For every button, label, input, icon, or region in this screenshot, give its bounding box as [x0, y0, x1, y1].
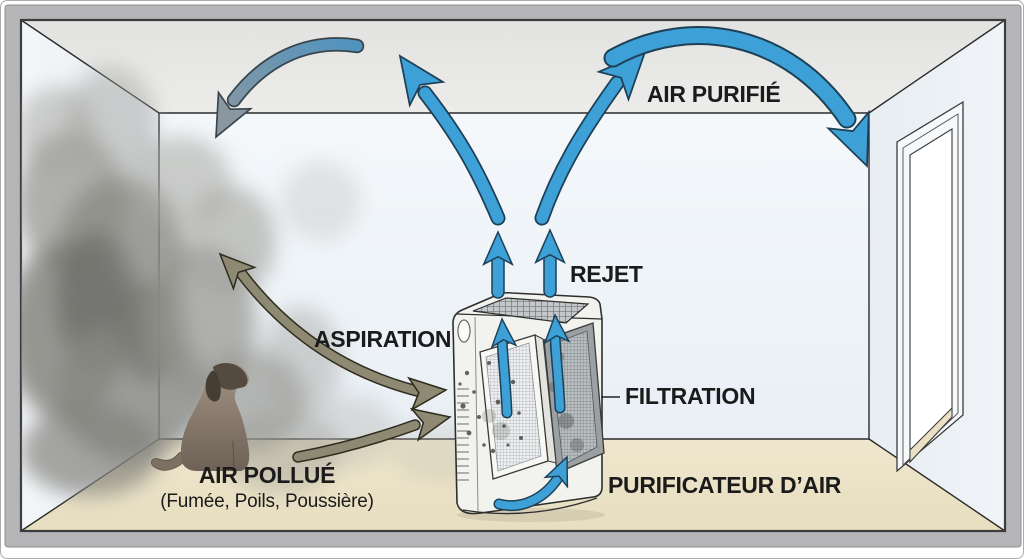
label-air-pollue: AIR POLLUÉ: [199, 461, 335, 488]
rejet-arrow-right: [534, 229, 566, 298]
internal-airflow-arrow-front: [489, 317, 517, 419]
filter-front: [479, 334, 557, 480]
doorway: [896, 100, 964, 473]
label-aspiration: ASPIRATION: [314, 326, 451, 352]
label-air-purifie: AIR PURIFIÉ: [647, 80, 780, 107]
purifier-handle: [457, 319, 471, 343]
door-floor: [909, 406, 953, 464]
label-purificateur-dair: PURIFICATEUR D’AIR: [608, 472, 842, 498]
rejet-arrow-left: [482, 231, 514, 299]
door-opening: [909, 128, 953, 464]
exhaust-curve-left: [382, 43, 506, 226]
label-rejet: REJET: [570, 261, 643, 287]
ceiling: [21, 20, 1005, 113]
aspiration-arrow-lower: [292, 400, 455, 463]
clean-air-arc-right: [603, 26, 889, 176]
purifier-top-grille: [472, 297, 590, 324]
smoke-cloud: [21, 66, 491, 496]
aspiration-arrow-upper: [208, 242, 449, 411]
internal-airflow-arrow-rear: [542, 313, 570, 414]
intake-curl-arrow: [493, 451, 579, 512]
purifier-vents: [457, 388, 469, 481]
label-filtration: FILTRATION: [625, 383, 755, 409]
label-air-pollue-detail: (Fumée, Poils, Poussière): [160, 491, 374, 512]
air-purifier: [452, 291, 605, 522]
mixed-air-arc-left: [199, 37, 365, 147]
dog: [151, 363, 250, 471]
exhaust-curve-right: [534, 37, 661, 226]
